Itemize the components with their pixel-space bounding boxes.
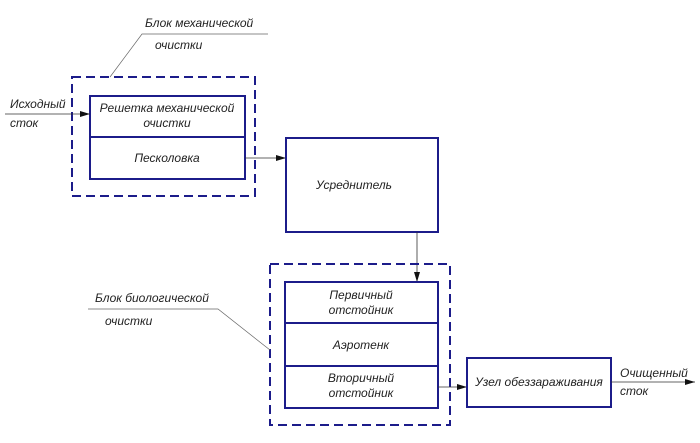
- input-label-1: Исходный: [10, 97, 66, 111]
- screen-label-1: Решетка механической: [100, 101, 235, 115]
- biological-block-boundary: [269, 263, 451, 426]
- output-label-1: Очищенный: [620, 366, 688, 380]
- input-flow: Исходный сток: [5, 97, 90, 130]
- equalizer: Усреднитель: [285, 137, 439, 233]
- mechanical-block-callout: Блок механической очистки: [109, 16, 268, 78]
- aerotank-label: Аэротенк: [332, 338, 391, 352]
- output-label-2: сток: [620, 384, 650, 398]
- primary-clarifier-label-1: Первичный: [329, 288, 393, 302]
- secondary-clarifier-label-1: Вторичный: [328, 371, 395, 385]
- mechanical-block-boundary: [71, 76, 256, 197]
- output-flow: Очищенный сток: [611, 366, 695, 398]
- secondary-clarifier-label-2: отстойник: [329, 386, 395, 400]
- mechanical-block: Решетка механической очистки Песколовка: [71, 76, 256, 197]
- equalizer-label: Усреднитель: [315, 178, 392, 192]
- biological-block-callout: Блок биологической очистки: [88, 291, 271, 351]
- biological-units-box: [284, 281, 439, 409]
- disinfection-unit: Узел обеззараживания: [466, 357, 612, 408]
- mechanical-block-label-2: очистки: [155, 38, 203, 52]
- disinfection-label: Узел обеззараживания: [474, 375, 603, 389]
- screen-label-2: очистки: [143, 116, 191, 130]
- biological-block-label-2: очистки: [105, 314, 153, 328]
- mechanical-block-label-1: Блок механической: [145, 16, 254, 30]
- biological-block-label-1: Блок биологической: [95, 291, 209, 305]
- biological-block: Первичный отстойник Аэротенк Вторичный о…: [269, 263, 451, 426]
- primary-clarifier-label-2: отстойник: [329, 303, 395, 317]
- sand-trap-label: Песколовка: [134, 151, 200, 165]
- input-label-2: сток: [10, 116, 40, 130]
